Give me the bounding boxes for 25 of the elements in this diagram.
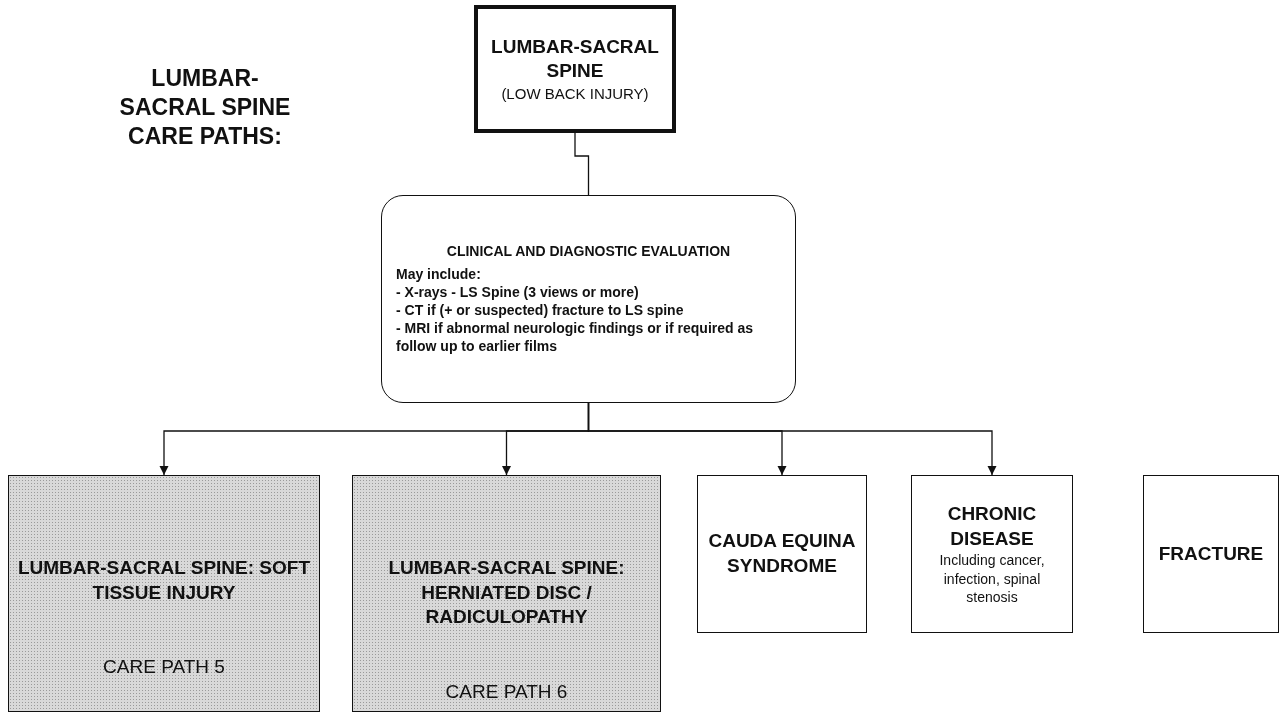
connector-line <box>574 132 590 196</box>
list-item: - MRI if abnormal neurologic findings or if required as follow up to earlier films <box>396 319 755 356</box>
category-box <box>697 475 867 633</box>
category-box <box>911 475 1073 633</box>
process-box <box>381 195 796 403</box>
box-heading: LUMBAR-SACRAL SPINE: SOFT TISSUE INJURY <box>17 556 311 605</box>
box-heading: CLINICAL AND DIAGNOSTIC EVALUATION <box>446 242 731 261</box>
box-text: May include: <box>396 264 481 283</box>
category-box <box>474 5 676 133</box>
diagram-title: LUMBAR-SACRAL SPINE CARE PATHS: <box>118 64 292 151</box>
box-heading: LUMBAR-SACRAL SPINE: HERNIATED DISC / RADICULOPATHY <box>387 556 626 630</box>
category-box <box>8 475 320 712</box>
list-item: - CT if (+ or suspected) fracture to LS spine <box>396 301 684 320</box>
box-heading: LUMBAR-SACRAL SPINE <box>490 34 660 84</box>
list-item: - X-rays - LS Spine (3 views or more) <box>396 282 639 301</box>
box-subheading: (LOW BACK INJURY) <box>501 83 649 104</box>
care-path-label: CARE PATH 6 <box>445 680 568 705</box>
arrow <box>587 402 997 476</box>
box-heading: FRACTURE <box>1158 541 1264 566</box>
category-box <box>1143 475 1279 633</box>
category-box <box>352 475 661 712</box>
box-heading: CAUDA EQUINA SYNDROME <box>707 529 857 578</box>
box-text: Including cancer, infection, spinal stenosis <box>938 551 1046 606</box>
box-heading: CHRONIC DISEASE <box>946 502 1038 551</box>
care-path-label: CARE PATH 5 <box>103 655 225 680</box>
